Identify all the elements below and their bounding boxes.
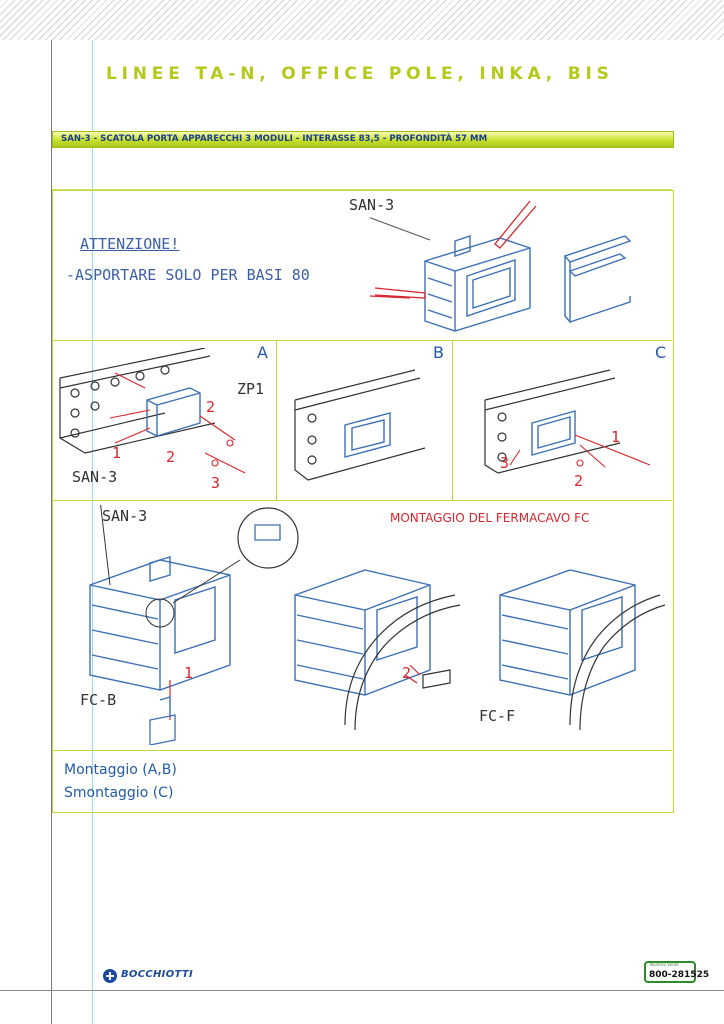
san3-label-a: SAN-3 [72, 468, 118, 486]
panel-c-figure [480, 355, 670, 495]
col-divider-2 [452, 340, 453, 500]
row-divider-1 [52, 340, 672, 341]
margin-line-dark [51, 40, 52, 1024]
legend-disassembly: Smontaggio (C) [64, 785, 174, 801]
callout-a-2-bottom: 2 [166, 448, 176, 466]
panel-a-letter: A [257, 343, 268, 362]
callout-a-1: 1 [112, 444, 122, 462]
callout-c-3: 3 [500, 454, 510, 472]
panel-a-figure [55, 348, 275, 498]
san3-label-fc: SAN-3 [102, 507, 148, 525]
fermacavo-heading: MONTAGGIO DEL FERMACAVO FC [390, 511, 590, 525]
warning-text: -ASPORTARE SOLO PER BASI 80 [66, 266, 310, 284]
row-divider-3 [52, 750, 672, 751]
fermacavo-box-left-figure [70, 505, 310, 745]
instruction-frame [52, 190, 674, 813]
zp1-label: ZP1 [237, 380, 265, 398]
callout-a-3: 3 [211, 474, 221, 492]
callout-fc-1: 1 [184, 664, 194, 682]
page-title: LINEE TA-N, OFFICE POLE, INKA, BIS [106, 64, 614, 84]
fermacavo-box-middle-figure [285, 535, 465, 735]
callout-c-2: 2 [574, 472, 584, 490]
brand-logo: BOCCHIOTTI [102, 968, 194, 984]
product-bar: SAN-3 - SCATOLA PORTA APPARECCHI 3 MODUL… [52, 131, 674, 148]
san3-cutaway-figure [370, 196, 660, 336]
phone-caption: Numero Verde [650, 962, 679, 967]
col-divider-1 [276, 340, 277, 500]
phone-number: 800-281525 [649, 970, 710, 980]
callout-fc-2: 2 [402, 664, 412, 682]
san3-label-top: SAN-3 [349, 196, 395, 214]
fermacavo-box-right-figure [490, 535, 670, 735]
green-number-icon: Numero Verde 800-281525 [644, 961, 709, 983]
panel-b-figure [290, 360, 450, 495]
panel-b-letter: B [433, 343, 444, 362]
footer-line [0, 990, 724, 991]
fcf-label: FC-F [479, 707, 516, 725]
callout-c-1: 1 [611, 428, 621, 446]
section-divider [52, 189, 672, 190]
row-divider-2 [52, 500, 672, 501]
warning-title: ATTENZIONE! [80, 235, 180, 253]
product-bar-text: SAN-3 - SCATOLA PORTA APPARECCHI 3 MODUL… [61, 134, 488, 144]
legend-assembly: Montaggio (A,B) [64, 762, 177, 778]
panel-c-letter: C [655, 343, 667, 362]
margin-line-light [92, 40, 93, 1024]
callout-a-2-top: 2 [206, 398, 216, 416]
bocchiotti-logo-icon [103, 969, 117, 983]
header-hatch-band [0, 0, 724, 40]
brand-name: BOCCHIOTTI [121, 969, 193, 980]
fcb-label: FC-B [80, 691, 117, 709]
